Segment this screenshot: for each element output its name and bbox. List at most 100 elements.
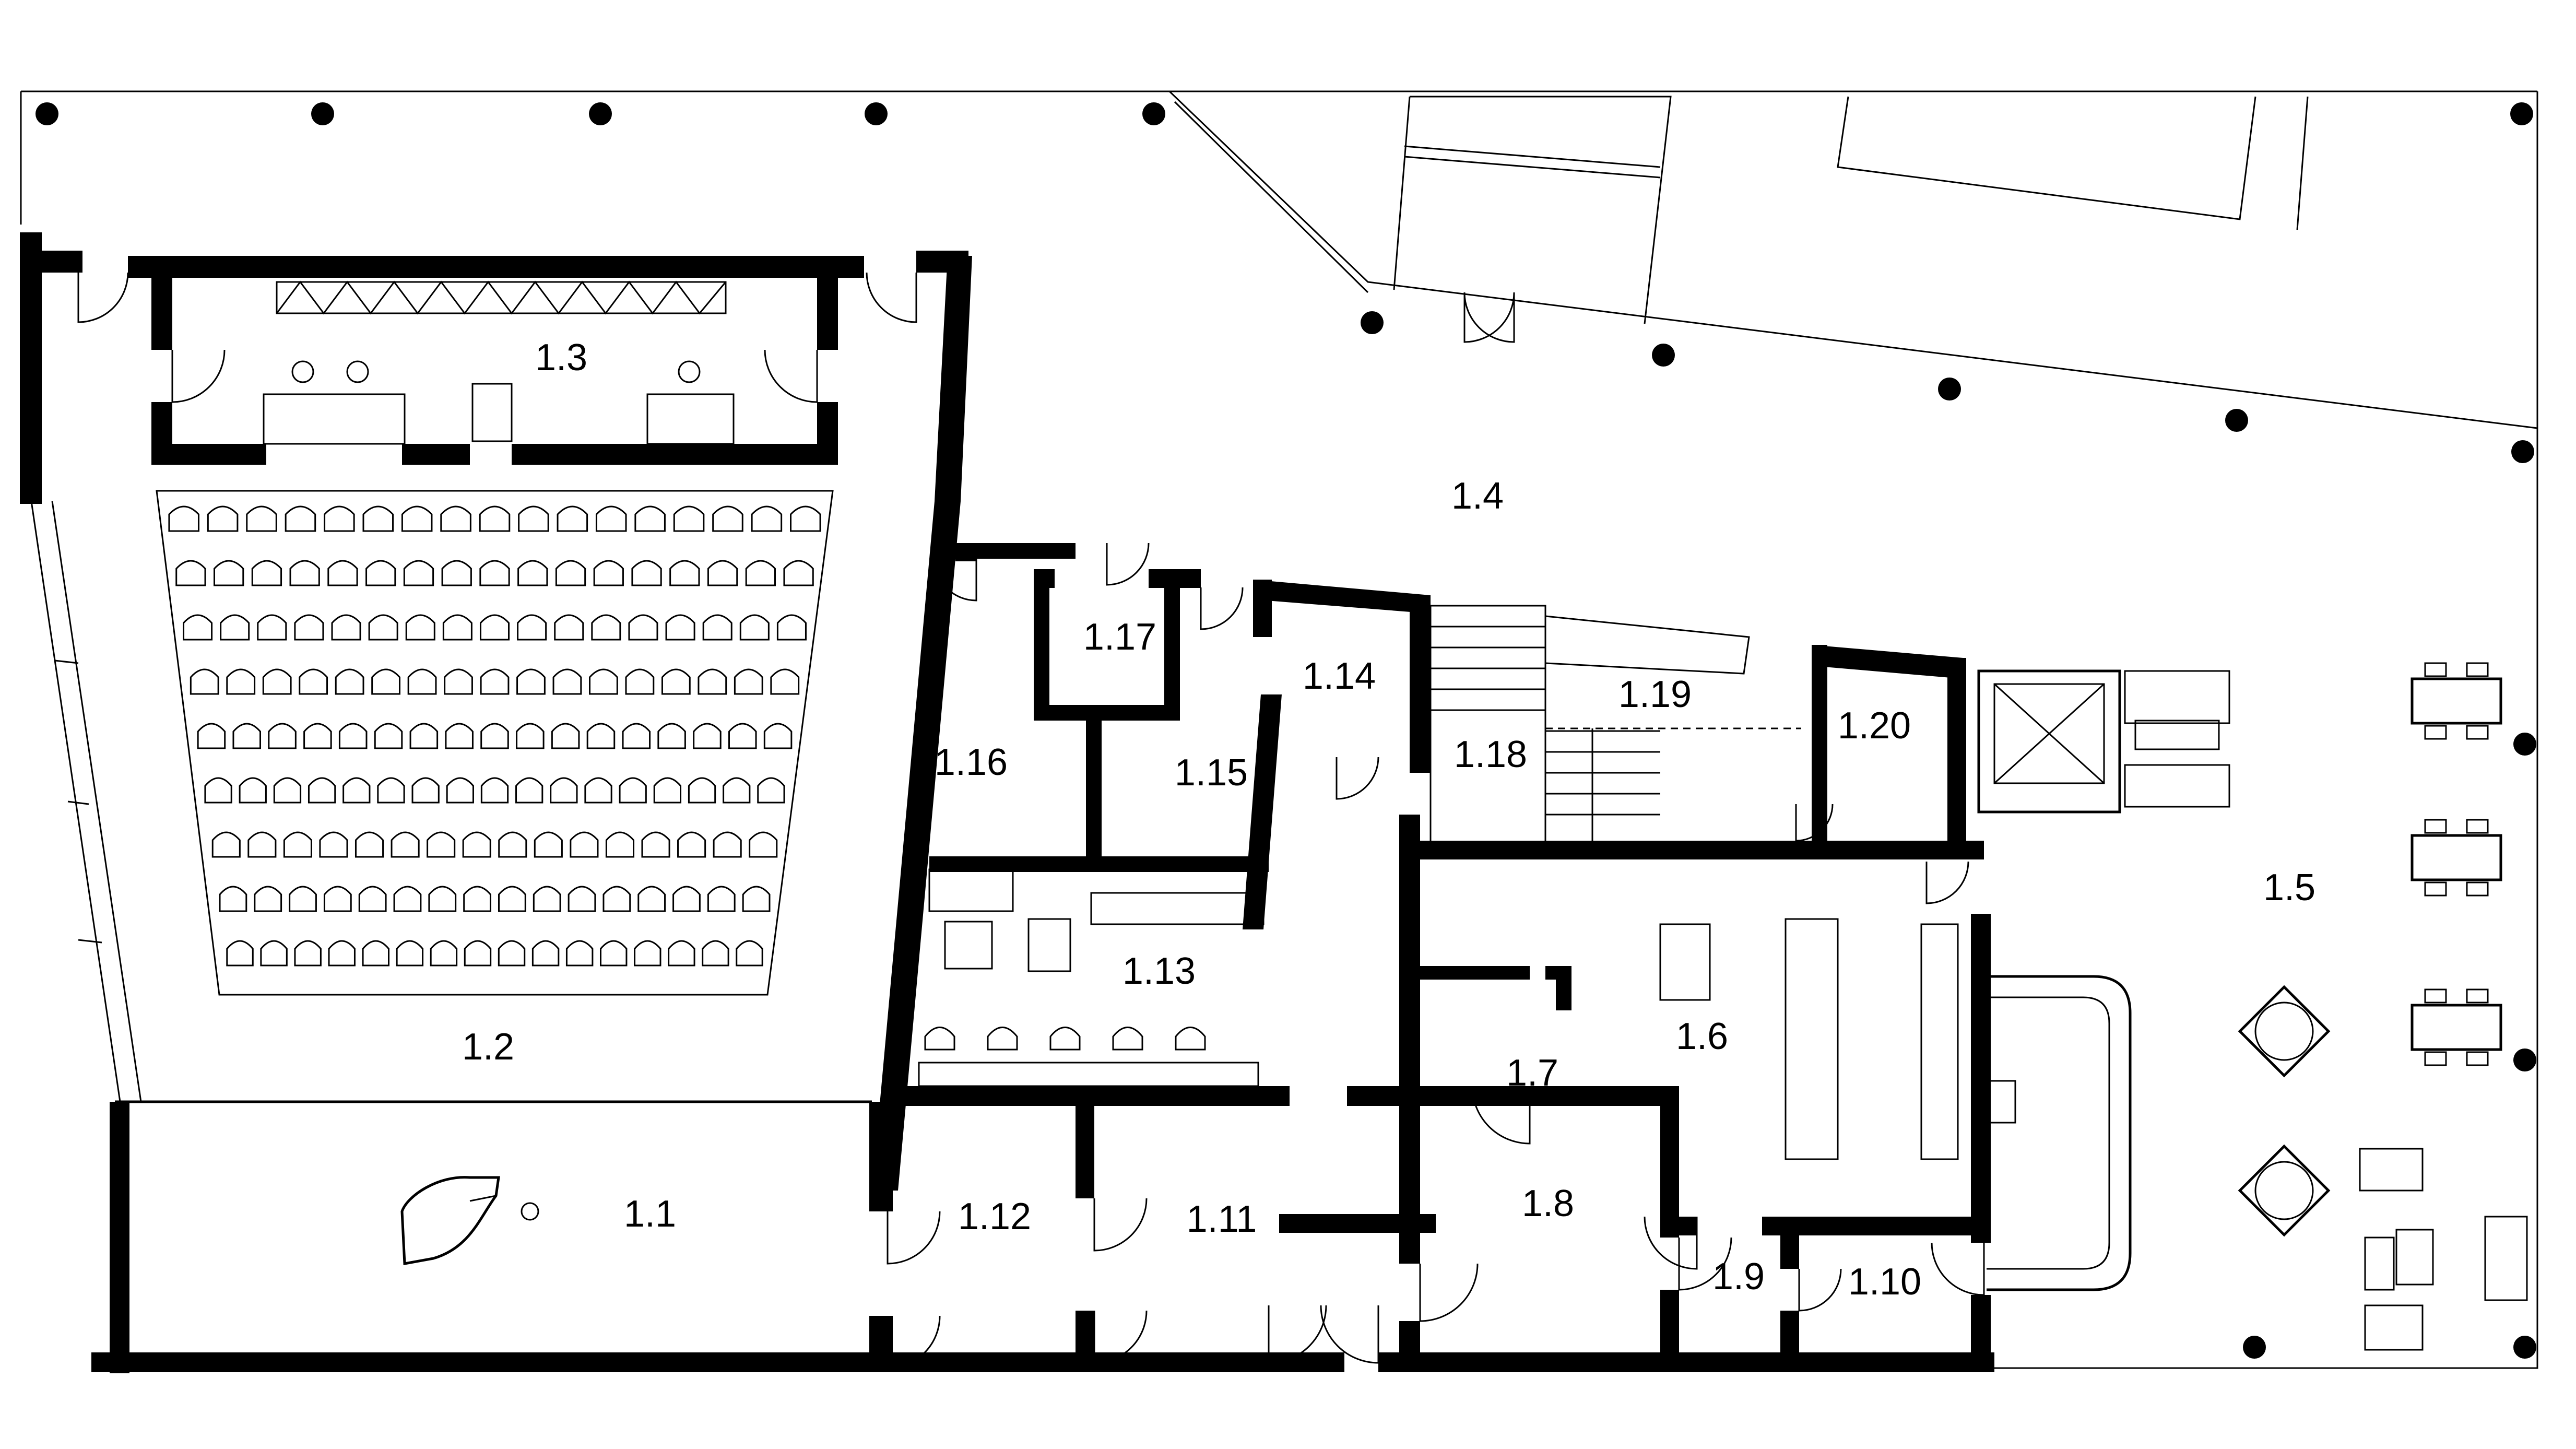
outdoor-paving [1393,96,2309,324]
seat-icon [584,777,612,804]
stair-icon [1429,605,1801,852]
seat-icon [328,940,356,967]
seat-icon [409,723,439,749]
seat-icon [462,831,491,858]
seat-icon [257,614,287,641]
seat-icon [299,668,328,695]
seat-icon [517,614,547,641]
control-room-equipment [263,280,735,445]
seat-icon [625,668,655,695]
seat-icon [464,940,492,967]
seat-icon [517,560,548,586]
room-label-1-17: 1.17 [1083,616,1156,658]
seat-icon [707,560,738,586]
room-label-1-6: 1.6 [1676,1016,1728,1057]
column-icon [1142,102,1165,125]
seat-icon [498,831,527,858]
door-swing-icon [171,349,226,403]
seat-icon [168,505,199,532]
column-icon [589,102,612,125]
seat-icon [550,777,578,804]
seat-icon [362,940,390,967]
seat-icon [285,505,316,532]
seat-icon [673,505,705,532]
seat-icon [207,505,239,532]
room-label-1-19: 1.19 [1618,674,1692,715]
seat-icon [303,723,332,749]
seat-icon [641,831,670,858]
seat-icon [728,723,757,749]
seat-icon [518,505,549,532]
seat-icon [213,560,244,586]
walls [20,232,1994,1373]
column-icon [1361,311,1384,334]
seat-icon [479,560,510,586]
seat-icon [555,560,586,586]
seat-icon [327,560,358,586]
door-swing-icon [887,1315,941,1369]
seat-icon [405,614,435,641]
seat-icon [707,886,736,912]
door-swing-icon [77,272,129,323]
seat-icon [289,560,320,586]
seat-icon [183,614,213,641]
chair-icon [2424,662,2447,677]
seat-icon [591,614,621,641]
column-icon [1938,378,1961,400]
seat-icon [401,505,433,532]
seat-icon [534,831,563,858]
columns [36,102,2536,1359]
door-swing-icon [1471,1086,1531,1145]
door-swing-icon [1795,804,1834,842]
seat-icon [593,560,624,586]
seat-icon [239,777,267,804]
chair-icon [2466,988,2489,1004]
seat-icon [362,505,394,532]
room-label-1-11: 1.11 [1187,1198,1257,1240]
seat-icon [289,886,317,912]
column-icon [1652,344,1675,367]
column-icon [311,102,334,125]
seat-icon [605,831,635,858]
seat-icon [442,614,472,641]
room-label-1-4: 1.4 [1451,475,1504,517]
seat-icon [444,668,473,695]
seat-icon [776,614,807,641]
seat-icon [702,940,729,967]
seat-icon [391,831,420,858]
door-swing-icon [887,1211,941,1265]
seat-icon [371,668,400,695]
seat-icon [669,560,700,586]
seat-icon [698,668,727,695]
room-label-1-10: 1.10 [1848,1261,1921,1303]
seat-icon [570,831,599,858]
room-label-1-12: 1.12 [958,1196,1031,1238]
seat-icon [634,940,661,967]
seat-icon [554,614,584,641]
column-icon [2513,1336,2536,1359]
seat-icon [358,886,387,912]
seat-icon [226,668,256,695]
seat-icon [440,505,471,532]
door-swing-icon [933,558,977,602]
seat-icon [445,723,474,749]
seat-icon [219,886,247,912]
seat-icon [1175,1027,1206,1051]
seat-icon [430,940,458,967]
seat-icon [790,505,821,532]
doors [77,272,1985,1369]
seat-icon [480,668,510,695]
dining-tables [2238,662,2502,1237]
chair-icon [2466,662,2489,677]
seat-icon [657,723,686,749]
seat-icon [365,560,396,586]
seat-icon [557,505,588,532]
room-label-1-18: 1.18 [1454,734,1527,775]
seat-icon [589,668,618,695]
seat-icon [1112,1027,1143,1051]
table-icon [2410,834,2502,881]
seat-icon [319,831,348,858]
seat-icon [323,886,352,912]
seat-icon [368,614,398,641]
seat-icon [411,777,440,804]
